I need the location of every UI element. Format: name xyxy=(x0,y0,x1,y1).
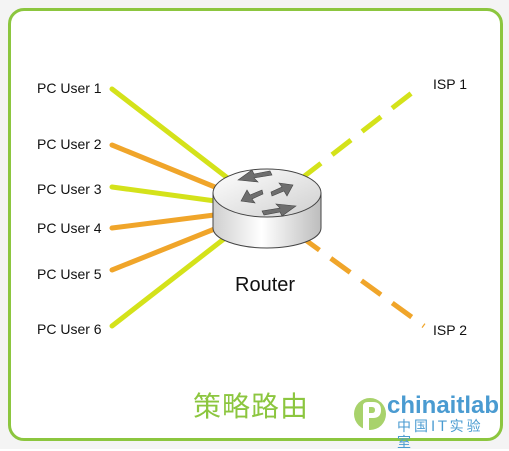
pc-user-2-label: PC User 2 xyxy=(37,136,102,152)
watermark-subtitle: 中国IT实验室 xyxy=(397,419,484,451)
link-pc-user-4 xyxy=(109,210,233,231)
pc-user-4-label: PC User 4 xyxy=(37,220,102,236)
router-icon xyxy=(212,168,322,249)
link-isp-1 xyxy=(300,83,424,180)
pc-user-6-label: PC User 6 xyxy=(37,321,102,337)
pc-user-1-label: PC User 1 xyxy=(37,80,102,96)
chinaitlab-logo-icon xyxy=(354,398,386,430)
isp-2-label: ISP 2 xyxy=(433,322,467,338)
isp-1-label: ISP 1 xyxy=(433,76,467,92)
chinaitlab-watermark: chinaitlab 中国IT实验室 xyxy=(350,392,500,451)
link-pc-user-5 xyxy=(109,219,235,273)
diagram-caption: 策略路由 xyxy=(193,390,310,423)
link-pc-user-2 xyxy=(109,142,235,197)
link-pc-user-6 xyxy=(109,225,241,329)
link-pc-user-3 xyxy=(109,184,233,206)
link-isp-2 xyxy=(298,233,426,329)
router-label: Router xyxy=(235,274,296,296)
watermark-brand: chinaitlab xyxy=(387,392,500,419)
link-pc-user-1 xyxy=(109,86,241,189)
pc-user-3-label: PC User 3 xyxy=(37,181,102,197)
pc-user-5-label: PC User 5 xyxy=(37,266,102,282)
